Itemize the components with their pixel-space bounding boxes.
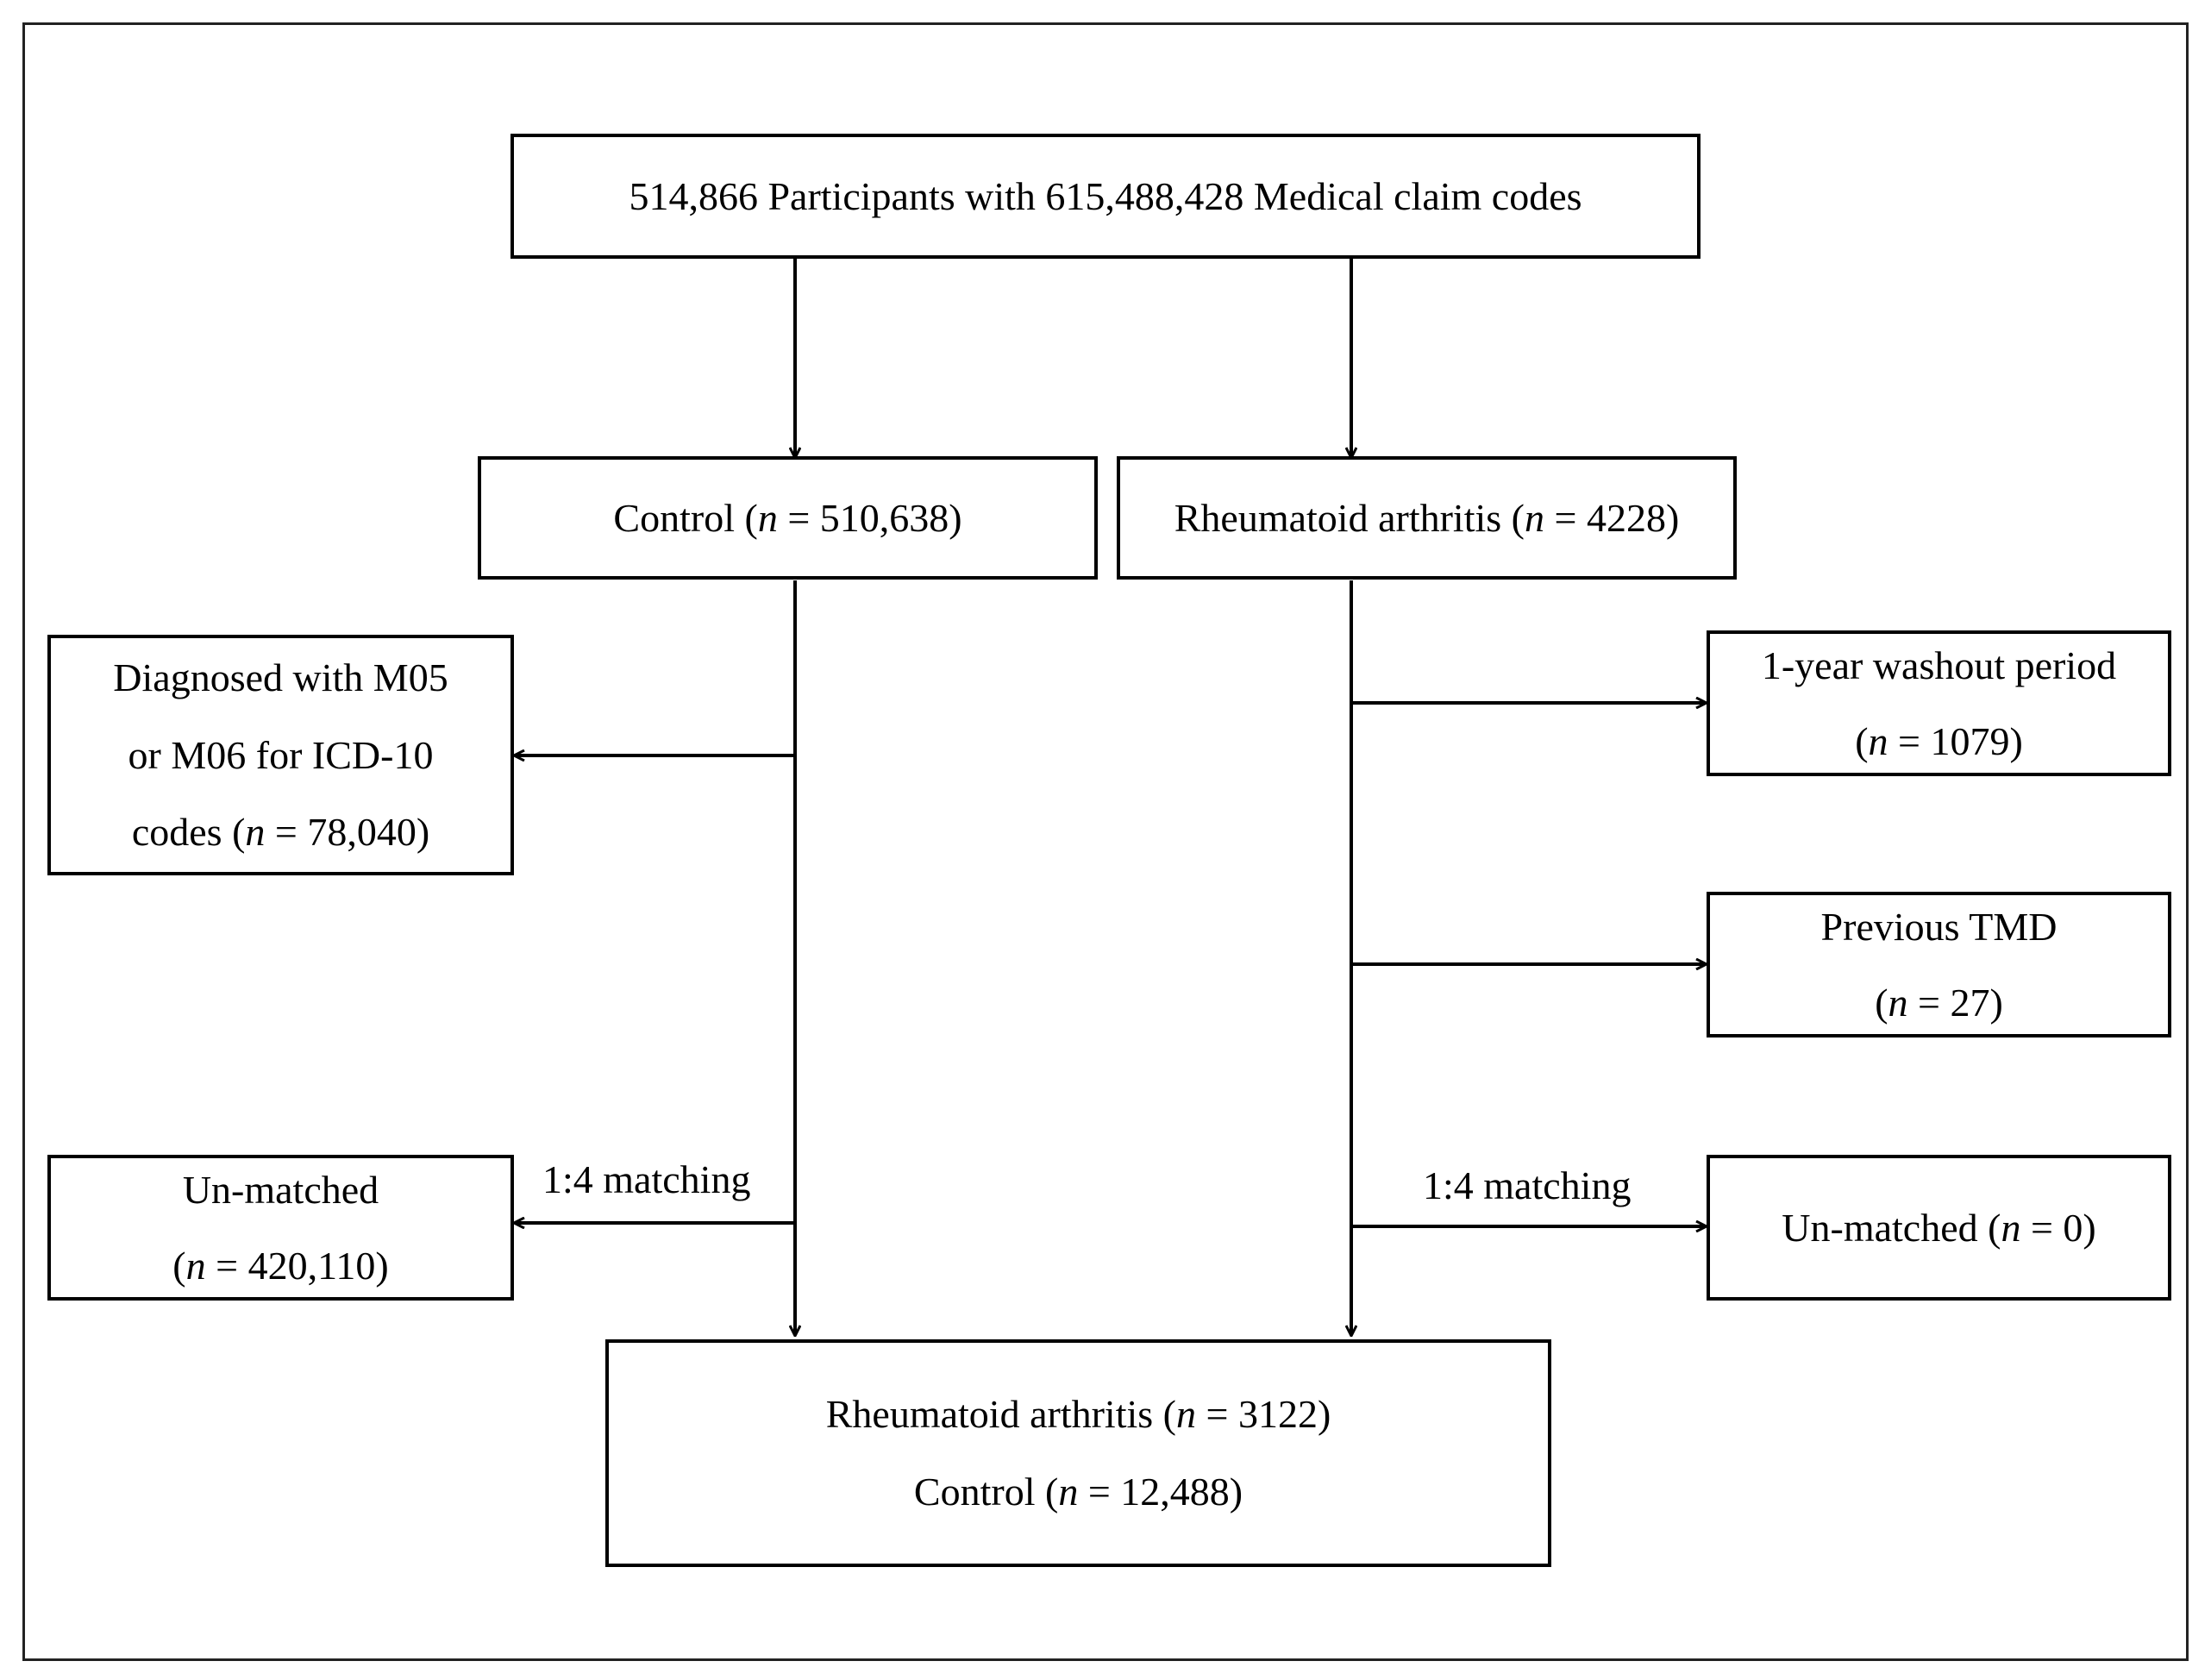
matching-right-label: 1:4 matching bbox=[1423, 1163, 1632, 1207]
total-participants-box: 514,866 Participants with 615,488,428 Me… bbox=[510, 134, 1701, 259]
matching-left-label: 1:4 matching bbox=[542, 1157, 751, 1201]
washout-exclusion-box: 1-year washout period (n = 1079) bbox=[1707, 630, 2171, 776]
ra-label: Rheumatoid arthritis (n = 4228) bbox=[1174, 495, 1680, 540]
unmatched-left-box: Un-matched (n = 420,110) bbox=[47, 1155, 514, 1301]
unmatched-right-box: Un-matched (n = 0) bbox=[1707, 1155, 2171, 1301]
diagnosed-exclusion-box: Diagnosed with M05 or M06 for ICD-10 cod… bbox=[47, 635, 514, 875]
figure-frame bbox=[22, 22, 2189, 1661]
control-label: Control (n = 510,638) bbox=[613, 495, 962, 540]
total-participants-text: 514,866 Participants with 615,488,428 Me… bbox=[629, 173, 1582, 218]
final-cohort-box: Rheumatoid arthritis (n = 3122) Control … bbox=[605, 1339, 1551, 1567]
tmd-exclusion-box: Previous TMD (n = 27) bbox=[1707, 892, 2171, 1037]
control-box: Control (n = 510,638) bbox=[478, 456, 1098, 580]
ra-box: Rheumatoid arthritis (n = 4228) bbox=[1117, 456, 1737, 580]
